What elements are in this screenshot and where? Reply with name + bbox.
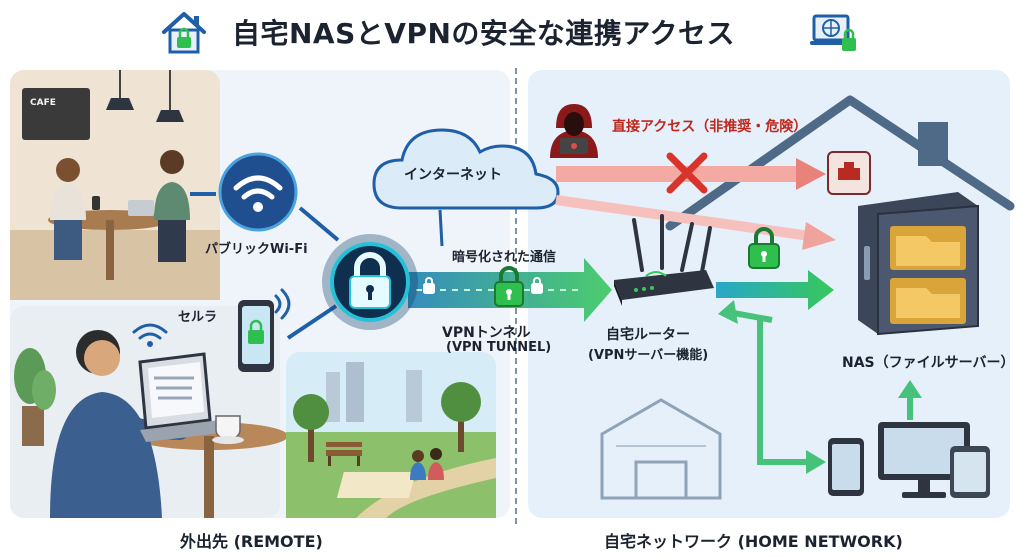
nas-label: NAS（ファイルサーバー） bbox=[842, 355, 1015, 371]
nas-server-icon bbox=[858, 192, 979, 336]
home-padlock-icon bbox=[748, 227, 780, 269]
cellular-label: セルラ bbox=[178, 310, 218, 325]
home-section-caption: 自宅ネットワーク (HOME NETWORK) bbox=[604, 532, 903, 551]
house-lock-icon bbox=[162, 12, 206, 54]
monitor-icon bbox=[878, 422, 970, 498]
park-people bbox=[410, 448, 444, 480]
public-wifi-label: パブリックWi-Fi bbox=[205, 242, 308, 257]
cafe-scene bbox=[10, 70, 220, 300]
cafe-woman bbox=[50, 158, 86, 260]
house-sketch bbox=[600, 398, 722, 500]
page-title: 自宅NASとVPNの安全な連携アクセス bbox=[232, 17, 735, 50]
vpn-tunnel-en-label: (VPN TUNNEL) bbox=[446, 340, 552, 355]
direct-access-label: 直接アクセス（非推奨・危険） bbox=[612, 119, 808, 135]
remote-section-caption: 外出先 (REMOTE) bbox=[180, 532, 323, 551]
cafe-pendant-lamps bbox=[106, 70, 184, 122]
encrypted-label: 暗号化された通信 bbox=[452, 250, 557, 265]
router-label: 自宅ルーター bbox=[606, 327, 690, 343]
remote-worker-scene bbox=[10, 306, 288, 518]
wifi-small-icon bbox=[132, 323, 168, 347]
coffee-cup-icon bbox=[212, 415, 244, 444]
laptop-icon bbox=[138, 352, 230, 442]
plant-icon bbox=[14, 348, 56, 446]
cloud-icon bbox=[372, 128, 560, 210]
router-sub-label: (VPNサーバー機能) bbox=[588, 348, 709, 363]
wifi-icon bbox=[218, 152, 298, 232]
bench-icon bbox=[326, 442, 362, 466]
vpn-tunnel-label: VPNトンネル bbox=[442, 325, 531, 341]
blocked-port-icon bbox=[827, 151, 871, 195]
cafe-man bbox=[154, 150, 190, 262]
tablet-left-icon bbox=[828, 438, 864, 496]
tablet-right-icon bbox=[950, 446, 990, 498]
cafe-sign: CAFE bbox=[30, 98, 56, 108]
router-icon bbox=[614, 214, 714, 306]
central-padlock-icon bbox=[322, 234, 418, 330]
title-bar: 自宅NASとVPNの安全な連携アクセス bbox=[0, 0, 1024, 62]
red-x-icon bbox=[666, 152, 708, 194]
hacker-icon bbox=[550, 104, 598, 158]
tunnel-padlock-icon bbox=[494, 266, 524, 307]
smartphone-lock-icon bbox=[238, 288, 291, 372]
house-outline bbox=[665, 95, 1015, 231]
tunnel-mini-locks bbox=[423, 277, 543, 294]
laptop-globe-lock-icon bbox=[810, 14, 856, 51]
internet-label: インターネット bbox=[404, 167, 502, 183]
tree-icon bbox=[293, 382, 481, 462]
park-scene bbox=[286, 352, 496, 518]
